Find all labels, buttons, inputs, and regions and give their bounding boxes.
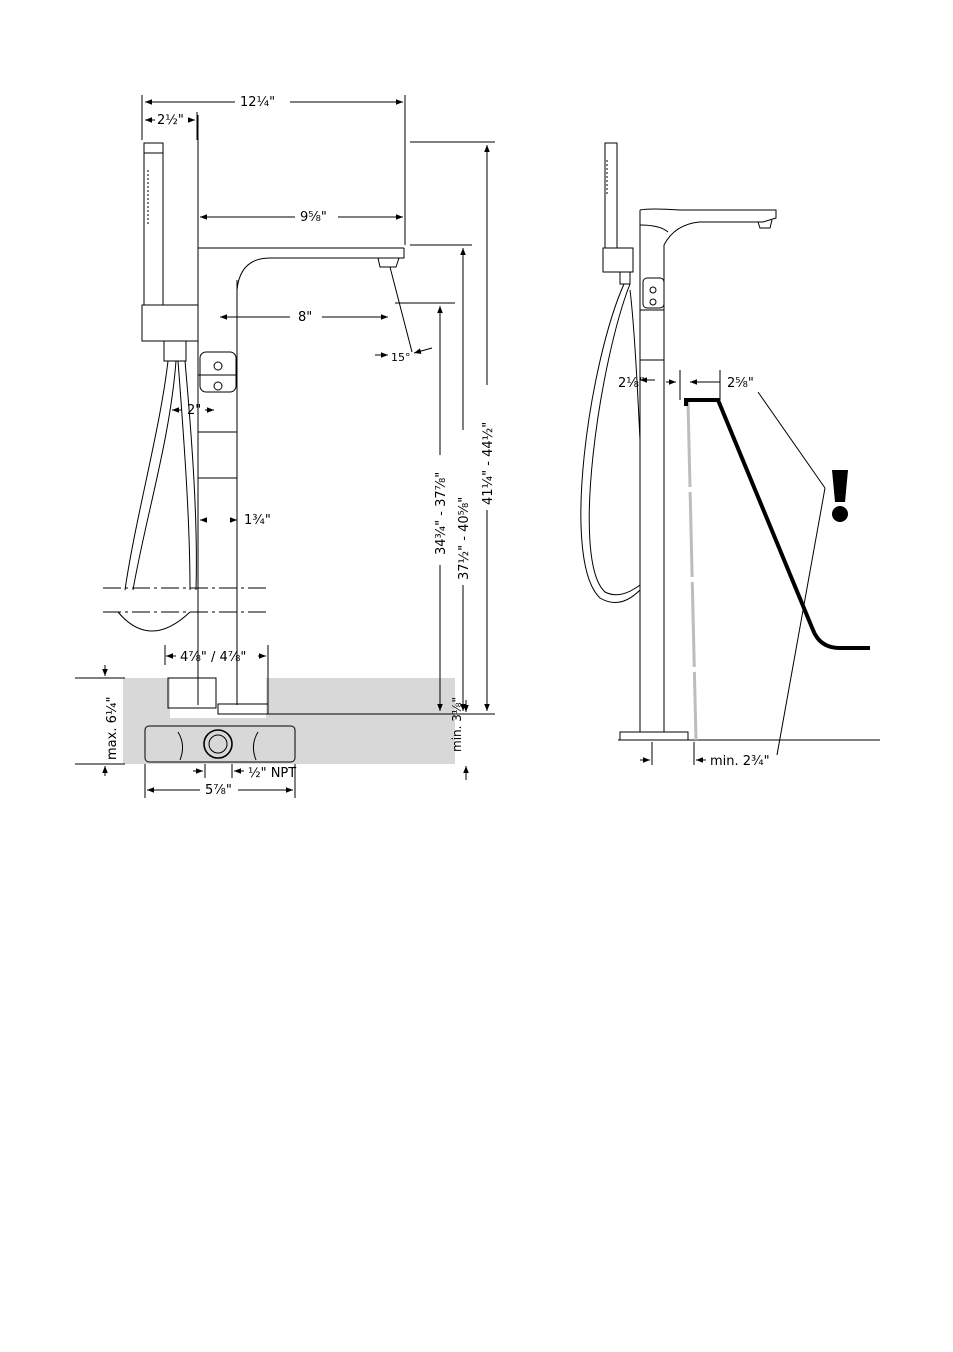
dim-height-2: 37½" - 40⅝" [457,497,472,580]
shower-hose [118,361,196,631]
left-view: 12¼" 2½" 9⅝" 8" 15° 2" 1¾" 34¾" - 37⅞" 3… [75,95,496,798]
dim-min-depth: min. 3⅛" [450,697,464,752]
right-dimensions [640,370,825,765]
dim-rough-width: 4⅞" / 4⅞" [180,650,246,665]
tub-rim [686,400,870,648]
warning-symbol: ! [0,0,1,1]
dim-min-gap: min. 2¾" [710,754,770,769]
warning-icon: ! [0,0,848,522]
mixer-handle [200,352,236,392]
dim-height-3: 41¼" - 44½" [481,422,496,505]
hand-shower [144,143,163,305]
dim-base-width: 5⅞" [205,783,232,798]
dim-tub-gap: 2⅝" [727,376,754,391]
dim-height-1: 34¾" - 37⅞" [434,472,449,555]
dim-spout-inner: 8" [298,310,312,325]
shower-hose-side [581,284,640,603]
dim-npt: ½" NPT [248,766,296,781]
dim-angle: 15° [391,351,411,364]
dim-handle-offset: 2" [187,403,201,418]
hand-shower-side [603,143,633,284]
dim-column-offset: 1¾" [244,513,271,528]
dim-max-depth: max. 6¼" [105,697,120,760]
dim-column-gap: 2⅛" [618,376,645,391]
dim-overall-width: 12¼" [240,95,275,110]
dim-spout-reach: 9⅝" [300,210,327,225]
faucet-column-side [620,209,776,740]
dim-hose-offset: 2½" [157,113,184,128]
tub-outer-wall [688,402,696,740]
